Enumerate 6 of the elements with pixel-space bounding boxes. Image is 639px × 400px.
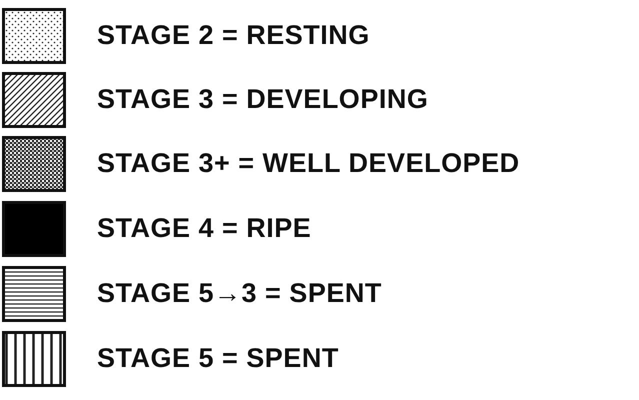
legend-label: STAGE 3 = DEVELOPING	[97, 84, 428, 115]
legend-label: STAGE 5→3 = SPENT	[97, 278, 382, 309]
legend-label: STAGE 3+ = WELL DEVELOPED	[97, 148, 520, 179]
legend-label: STAGE 4 = RIPE	[97, 213, 312, 244]
legend-label: STAGE 5 = SPENT	[97, 343, 339, 374]
legend-label: STAGE 2 = RESTING	[97, 20, 370, 51]
